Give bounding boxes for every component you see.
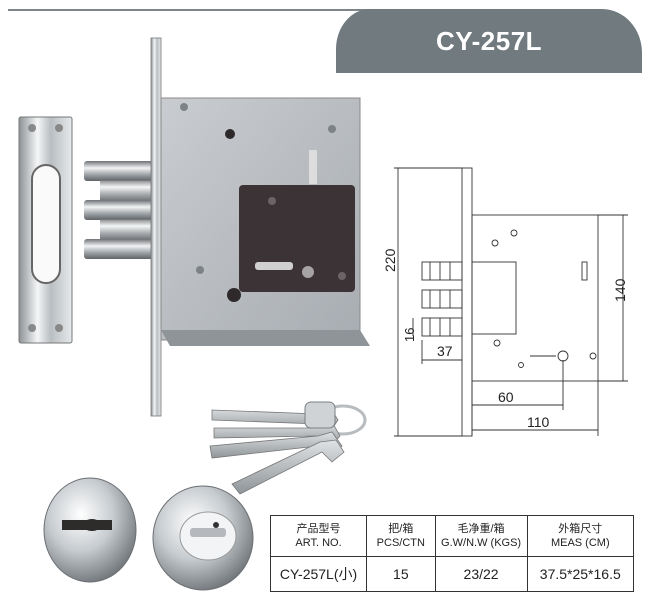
- header-en: MEAS (CM): [550, 537, 610, 549]
- strike-plate: [18, 116, 73, 344]
- header-cn: 外箱尺寸: [558, 523, 603, 535]
- title-banner: [336, 9, 642, 73]
- escutcheon-right: [152, 485, 254, 591]
- spec-header-row: 产品型号 ART. NO. 把/箱 PCS/CTN 毛净重/箱 G.W/N.W …: [269, 515, 635, 557]
- spec-header-cell: 产品型号 ART. NO.: [269, 515, 368, 557]
- dim-backset: 60: [498, 389, 514, 405]
- pcs-ctn-value: 15: [366, 556, 436, 592]
- product-title: CY-257L: [435, 26, 543, 56]
- dim-height-total: 220: [382, 248, 398, 272]
- header-rule: [8, 9, 568, 11]
- keys: [209, 401, 367, 495]
- art-no-value: CY-257L(小): [269, 556, 368, 592]
- header-cn: 毛净重/箱: [457, 523, 505, 535]
- deadbolts: [84, 161, 156, 259]
- spec-header-cell: 把/箱 PCS/CTN: [366, 515, 436, 557]
- dim-height-body: 140: [612, 278, 628, 302]
- meas-value: 37.5*25*16.5: [526, 556, 635, 592]
- dim-width-total: 110: [527, 414, 550, 430]
- header-en: G.W/N.W (KGS): [441, 537, 522, 549]
- spec-header-cell: 毛净重/箱 G.W/N.W (KGS): [434, 515, 528, 557]
- escutcheon-left: [43, 477, 137, 583]
- header-en: ART. NO.: [295, 537, 342, 549]
- header-cn: 把/箱: [388, 523, 414, 535]
- dim-bolt-diameter: 16: [402, 327, 417, 342]
- drawing-faceplate: [461, 167, 473, 437]
- spec-value-row: CY-257L(小) 15 23/22 37.5*25*16.5: [269, 556, 635, 592]
- spec-table: 产品型号 ART. NO. 把/箱 PCS/CTN 毛净重/箱 G.W/N.W …: [269, 515, 635, 592]
- header-cn: 产品型号: [296, 523, 341, 535]
- header-en: PCS/CTN: [376, 537, 425, 549]
- weight-value: 23/22: [434, 556, 528, 592]
- lock-body: [160, 97, 370, 346]
- spec-header-cell: 外箱尺寸 MEAS (CM): [526, 515, 635, 557]
- dim-bolt-throw: 37: [437, 343, 453, 359]
